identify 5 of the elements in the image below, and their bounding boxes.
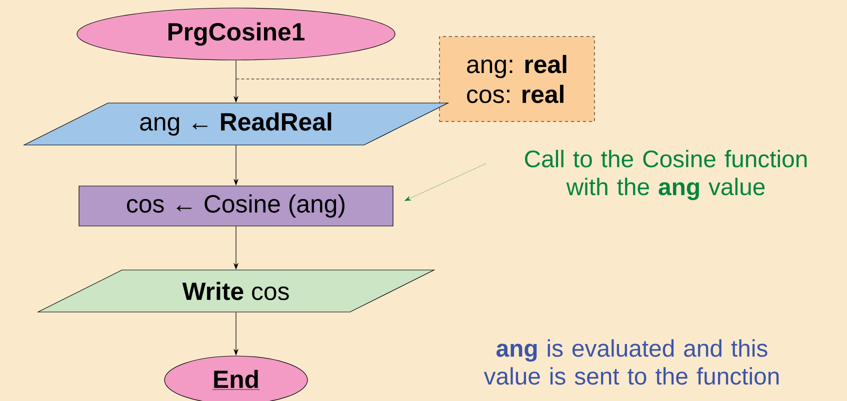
note-text: ang is evaluated and this value is sent to the function bbox=[484, 339, 779, 385]
declaration-box: ang: real cos: real bbox=[439, 36, 595, 122]
callout-text: Call to the Cosine function with the ang value bbox=[525, 150, 807, 200]
connector-line bbox=[236, 78, 440, 80]
process-box: cos ← Cosine (ang) bbox=[78, 186, 394, 226]
